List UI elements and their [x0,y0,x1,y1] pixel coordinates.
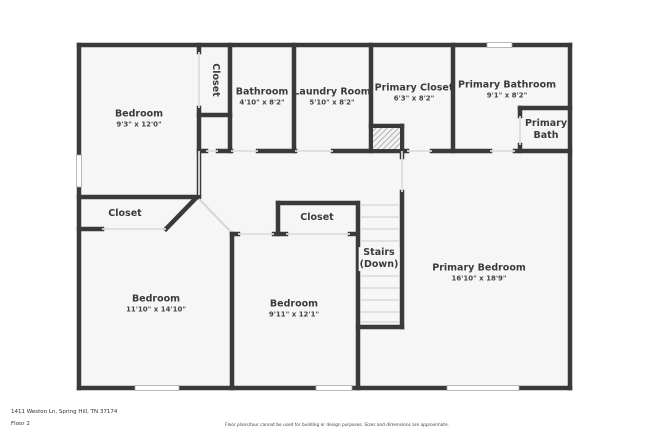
room-dimensions: 9'11" x 12'1" [268,310,320,319]
room-name: Bedroom [269,298,319,310]
door-openings [102,52,521,235]
room-closet-center: Closet [300,212,333,224]
room-closet-nw: Closet [209,63,221,96]
room-name-line2: (Down) [359,259,399,270]
room-dimensions: 9'3" x 12'0" [116,120,162,129]
room-bedroom-sw: Bedroom 11'10" x 14'10" [126,294,186,315]
room-name: Closet [108,208,142,220]
room-dimensions: 5'10" x 8'2" [309,98,355,107]
room-primary-bath: Primary Bath [525,118,567,142]
angled-opening [198,198,231,232]
room-primary-bathroom: Primary Bathroom 9'1" x 8'2" [458,80,556,101]
room-name: Primary Bathroom [458,79,556,91]
room-name: Bathroom [235,86,289,98]
room-dimensions: 4'10" x 8'2" [239,98,285,107]
chase-hatch [373,128,400,149]
room-name: Closet [300,212,334,224]
room-dimensions: 9'1" x 8'2" [486,91,528,100]
room-name: Bedroom [114,108,164,120]
room-laundry: Laundry Room 5'10" x 8'2" [293,87,370,108]
disclaimer: Floor plans/tour cannot be used for buil… [225,423,449,428]
room-name: Bedroom [131,293,181,305]
room-bedroom-nw: Bedroom 9'3" x 12'0" [115,109,163,130]
room-name-line1: Stairs [363,247,395,259]
room-bedroom-center: Bedroom 9'11" x 12'1" [269,299,319,320]
room-name-line2: Bath [533,130,559,141]
room-stairs: Stairs (Down) [358,247,400,271]
room-name: Laundry Room [293,86,371,98]
room-dimensions: 6'3" x 8'2" [393,94,435,103]
room-name-line1: Primary [524,118,568,130]
floor-label: Floor 2 [11,421,30,427]
room-name: Primary Bedroom [432,262,526,274]
room-closet-sw: Closet [108,208,141,220]
property-address: 1411 Weston Ln, Spring Hill, TN 37174 [11,409,118,415]
room-primary-bedroom: Primary Bedroom 16'10" x 18'9" [432,263,526,284]
floor-area [79,45,570,388]
room-bathroom: Bathroom 4'10" x 8'2" [236,87,289,108]
room-dimensions: 16'10" x 18'9" [451,274,507,283]
windows [76,42,520,391]
room-primary-closet: Primary Closet 6'3" x 8'2" [375,83,454,104]
room-dimensions: 11'10" x 14'10" [126,305,186,314]
room-name: Closet [209,63,221,97]
room-name: Primary Closet [374,82,454,94]
